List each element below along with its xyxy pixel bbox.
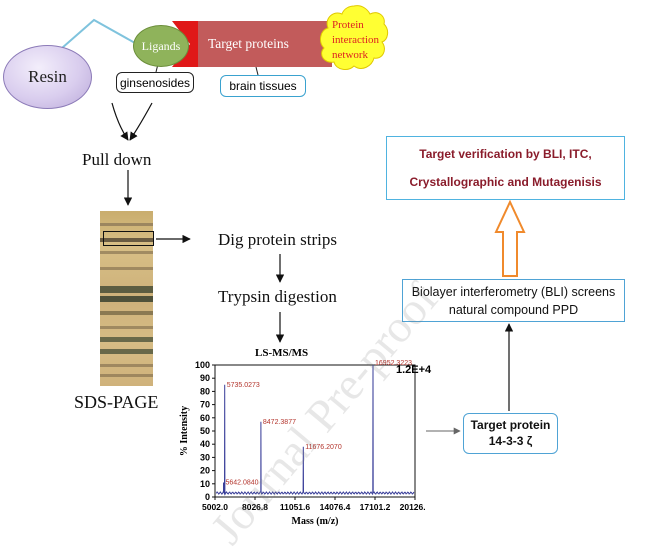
resin-ligand-link — [61, 18, 136, 49]
sds-gel-image — [100, 211, 153, 386]
x-tick-label: 20126.0 — [400, 502, 425, 512]
network-line-1: Protein — [332, 19, 364, 31]
resin-node: Resin — [3, 45, 92, 109]
sds-page-label: SDS-PAGE — [74, 392, 159, 412]
target-proteins-node: Target proteins — [198, 21, 332, 67]
network-line-2: interaction — [332, 34, 380, 46]
brain-tissues-label: brain tissues — [229, 79, 297, 93]
bli-line-2: natural compound PPD — [448, 303, 579, 317]
dig-strips-label: Dig protein strips — [218, 230, 337, 249]
ginsenosides-tag: ginsenosides — [116, 72, 194, 93]
y-tick-label: 70 — [200, 400, 210, 410]
ligands-label: Ligands — [141, 38, 181, 53]
curved-arrow-left — [111, 102, 129, 141]
network-line-3: network — [332, 49, 369, 61]
ms-spectrum-chart: 0 10 20 30 40 50 60 70 80 90 100 5002.0 8026.8 11051.… — [179, 360, 425, 527]
y-tick-label: 40 — [200, 439, 210, 449]
target-proteins-label: Target proteins — [208, 36, 289, 51]
ginsenosides-label: ginsenosides — [119, 75, 191, 90]
x-axis-label: Mass (m/z) — [292, 516, 339, 527]
y-tick-label: 100 — [195, 360, 210, 370]
y-tick-label: 20 — [200, 466, 210, 476]
target-protein-name: 14-3-3 ζ — [488, 434, 533, 448]
pull-down-label: Pull down — [82, 150, 152, 169]
peak-label: 11676.2070 — [305, 444, 342, 451]
x-tick-label: 5002.0 — [202, 502, 228, 512]
y-tick-label: 60 — [200, 413, 210, 423]
y-tick-label: 10 — [200, 479, 210, 489]
y-tick-label: 0 — [205, 492, 210, 502]
x-tick-label: 17101.2 — [360, 502, 391, 512]
peak-label: 8472.3877 — [263, 419, 296, 426]
red-arrow-icon — [172, 21, 198, 67]
verification-box: Target verification by BLI, ITC, Crystal… — [386, 136, 625, 200]
y-axis-label: % Intensity — [179, 406, 190, 456]
resin-label: Resin — [28, 67, 67, 86]
verify-line-2: Crystallographic and Mutagenisis — [409, 175, 602, 189]
spectrum-line — [215, 364, 415, 496]
network-label: Protein interaction network — [332, 18, 392, 63]
x-tick-label: 11051.6 — [280, 502, 311, 512]
ligands-node: Ligands — [133, 25, 189, 67]
diagram-connectors — [61, 18, 526, 435]
gel-selection-box — [103, 231, 154, 246]
target-protein-title: Target protein — [470, 418, 551, 432]
verify-line-1: Target verification by BLI, ITC, — [419, 147, 592, 161]
chart-scale-note: 1.2E+4 — [396, 364, 432, 376]
chart-title: LS-MS/MS — [255, 347, 309, 359]
network-burst-icon — [320, 5, 389, 70]
y-tick-label: 50 — [200, 426, 210, 436]
y-tick-label: 30 — [200, 452, 210, 462]
bli-box: Biolayer interferometry (BLI) screens na… — [402, 279, 625, 322]
hollow-up-arrow-icon — [494, 199, 526, 277]
y-tick-label: 80 — [200, 386, 210, 396]
peak-label: 5642.0840 — [225, 479, 258, 486]
peak-label: 5735.0273 — [227, 382, 260, 389]
bli-line-1: Biolayer interferometry (BLI) screens — [411, 285, 616, 299]
peak-label: 16952.3223 — [375, 360, 412, 367]
x-tick-label: 14076.4 — [320, 502, 351, 512]
y-tick-label: 90 — [200, 373, 210, 383]
x-tick-label: 8026.8 — [242, 502, 268, 512]
trypsin-label: Trypsin digestion — [218, 287, 337, 306]
curved-arrow-right — [129, 102, 153, 141]
brain-tissues-tag: brain tissues — [220, 75, 306, 97]
target-protein-box: Target protein 14-3-3 ζ — [463, 413, 558, 454]
